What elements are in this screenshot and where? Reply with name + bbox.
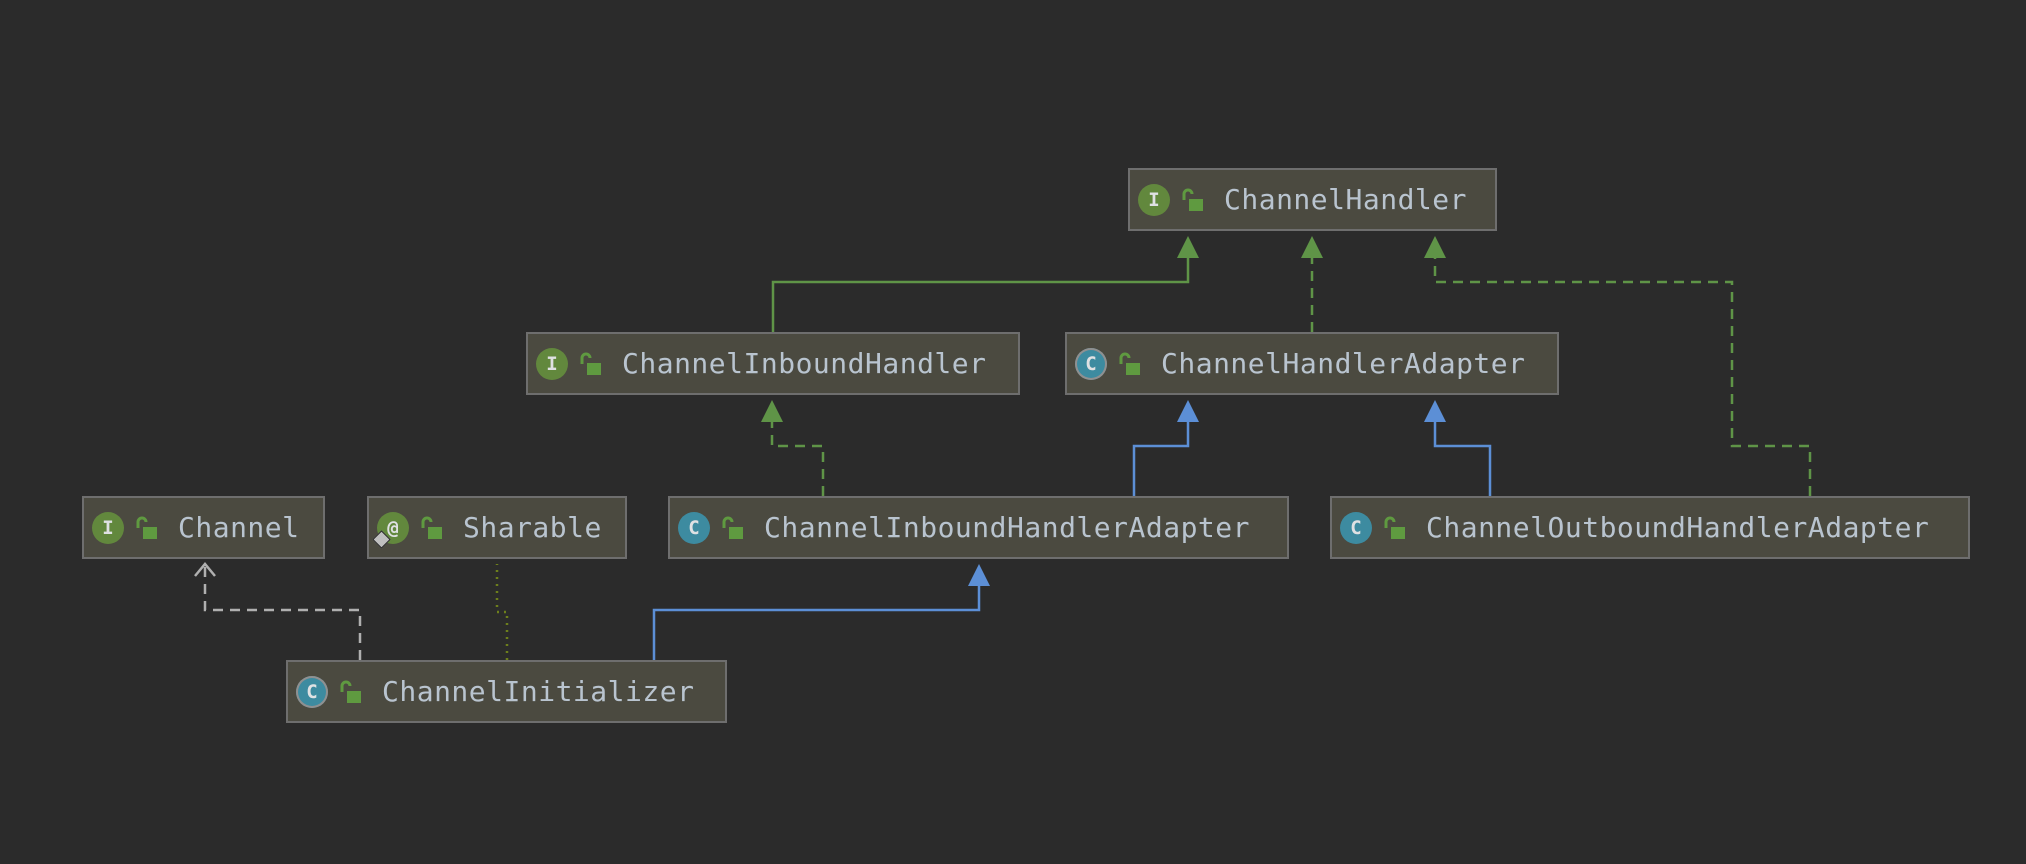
node-label: ChannelOutboundHandlerAdapter bbox=[1426, 511, 1930, 544]
node-label: Sharable bbox=[463, 511, 602, 544]
arrowhead bbox=[1424, 400, 1446, 422]
unlocked-public-icon bbox=[1384, 516, 1405, 539]
edge-annotated-by bbox=[495, 564, 509, 660]
node-label: ChannelInitializer bbox=[382, 675, 695, 708]
badge-letter: I bbox=[546, 352, 558, 375]
node-label: ChannelInboundHandlerAdapter bbox=[764, 511, 1251, 544]
unlocked-public-icon bbox=[421, 516, 442, 539]
node-label: ChannelInboundHandler bbox=[622, 347, 987, 380]
node-channel-initializer[interactable]: C ChannelInitializer bbox=[286, 660, 727, 723]
node-channel-handler[interactable]: I ChannelHandler bbox=[1128, 168, 1497, 231]
badge-letter: @ bbox=[387, 516, 399, 539]
arrowhead bbox=[1424, 236, 1446, 258]
node-label: ChannelHandler bbox=[1224, 183, 1468, 216]
arrowhead bbox=[968, 564, 990, 586]
node-label: Channel bbox=[178, 511, 300, 544]
edge-extends bbox=[1132, 400, 1199, 496]
abstract-class-badge-icon: C bbox=[1075, 347, 1107, 380]
interface-badge-icon: I bbox=[92, 511, 124, 544]
unlocked-public-icon bbox=[722, 516, 743, 539]
unlocked-public-icon bbox=[580, 352, 601, 375]
node-sharable[interactable]: @ Sharable bbox=[367, 496, 627, 559]
badge-letter: C bbox=[1085, 352, 1097, 375]
badge-letter: C bbox=[1350, 516, 1362, 539]
edge-extends bbox=[652, 564, 990, 660]
edge-interface-extends bbox=[771, 236, 1199, 332]
node-channel-outbound-handler-adapter[interactable]: C ChannelOutboundHandlerAdapter bbox=[1330, 496, 1970, 559]
arrowhead bbox=[1177, 400, 1199, 422]
unlocked-public-icon bbox=[1119, 352, 1140, 375]
class-badge-icon: C bbox=[678, 511, 710, 544]
arrowhead bbox=[194, 562, 216, 577]
badge-letter: C bbox=[306, 680, 318, 703]
edge-implements bbox=[1424, 236, 1812, 496]
arrowhead bbox=[761, 400, 783, 422]
badge-letter: I bbox=[1148, 188, 1160, 211]
arrowhead bbox=[1177, 236, 1199, 258]
edge-implements bbox=[761, 400, 825, 496]
node-channel-inbound-handler[interactable]: I ChannelInboundHandler bbox=[526, 332, 1020, 395]
unlocked-public-icon bbox=[340, 680, 361, 703]
interface-badge-icon: I bbox=[1138, 183, 1170, 216]
node-channel-handler-adapter[interactable]: C ChannelHandlerAdapter bbox=[1065, 332, 1559, 395]
arrowhead bbox=[1301, 236, 1323, 258]
node-channel[interactable]: I Channel bbox=[82, 496, 325, 559]
node-label: ChannelHandlerAdapter bbox=[1161, 347, 1526, 380]
edge-dependency bbox=[194, 562, 362, 660]
unlocked-public-icon bbox=[136, 516, 157, 539]
badge-letter: I bbox=[102, 516, 114, 539]
class-badge-icon: C bbox=[1340, 511, 1372, 544]
unlocked-public-icon bbox=[1182, 188, 1203, 211]
abstract-class-badge-icon: C bbox=[296, 675, 328, 708]
interface-badge-icon: I bbox=[536, 347, 568, 380]
badge-letter: C bbox=[688, 516, 700, 539]
node-channel-inbound-handler-adapter[interactable]: C ChannelInboundHandlerAdapter bbox=[668, 496, 1289, 559]
annotation-badge-icon: @ bbox=[372, 511, 409, 549]
edge-implements bbox=[1301, 236, 1323, 332]
edge-extends bbox=[1424, 400, 1492, 496]
